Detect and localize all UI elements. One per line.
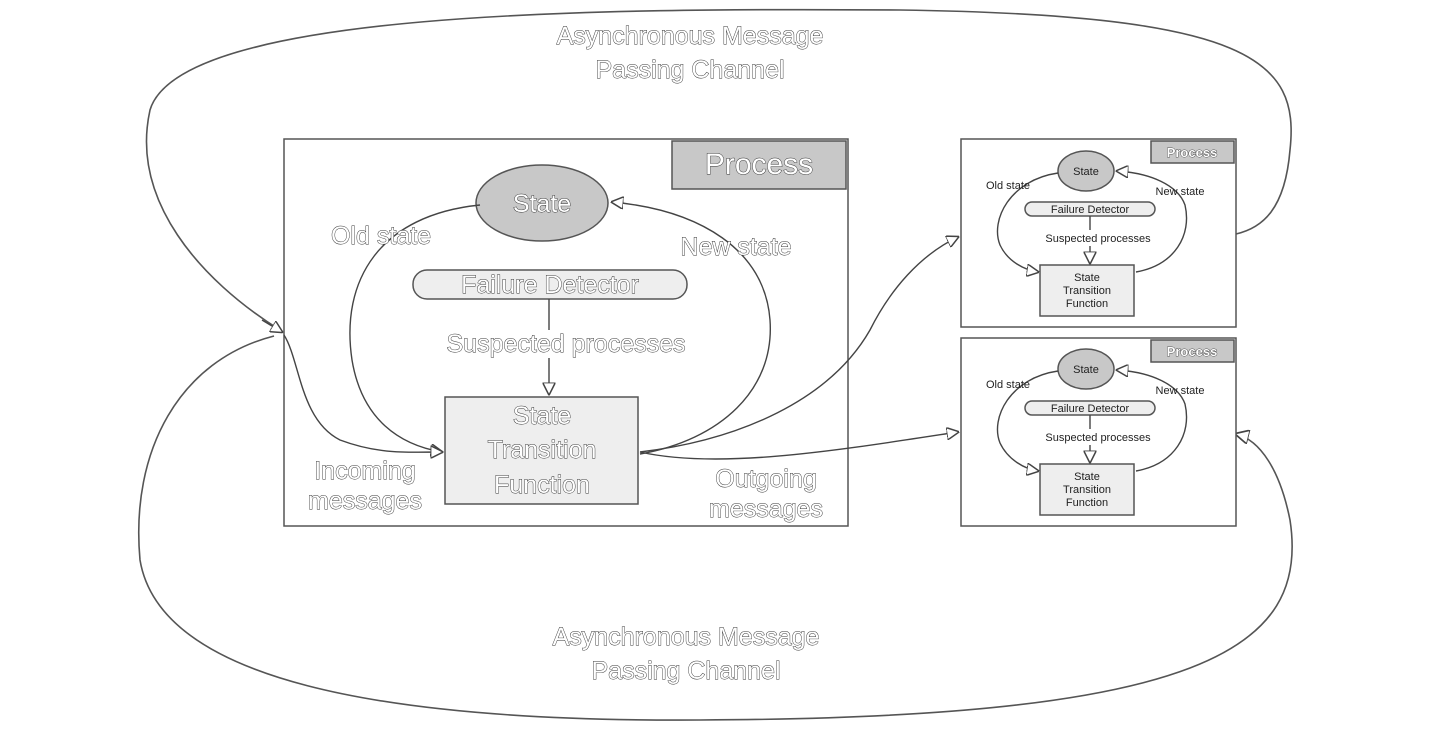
small-process-2-state-node <box>1057 348 1115 390</box>
small-process-1-new-state-arrow <box>1117 171 1188 273</box>
main-process: Process State Failure Detector Suspected… <box>283 138 849 527</box>
small-process-2-new-state-label: New state <box>1156 385 1205 397</box>
channel-bottom-curve <box>138 335 1294 721</box>
main-process-title: Process <box>705 148 813 181</box>
new-state-label: New state <box>680 233 791 261</box>
failure-detector-label: Failure Detector <box>461 271 639 299</box>
channel-top-label-line2: Passing Channel <box>595 56 784 84</box>
channel-top-label-line1: Asynchronous Message <box>557 22 824 50</box>
small-process-2-state-label: State <box>1073 364 1099 376</box>
small-process-2-stf-line2: Transition <box>1063 484 1111 496</box>
small-process-1-stf-node <box>1039 264 1135 317</box>
small-process-2-stf-node <box>1039 463 1135 516</box>
incoming-label-line2: messages <box>308 487 422 515</box>
small-process-1-old-state-arrow <box>996 172 1059 272</box>
small-process-1-new-state-label: New state <box>1156 186 1205 198</box>
small-process-2-title: Process <box>1167 344 1218 359</box>
small-process-1-old-state-label: Old state <box>986 180 1030 192</box>
small-process-1-fd-label: Failure Detector <box>1051 204 1130 216</box>
channel-bottom-label-line2: Passing Channel <box>591 657 780 685</box>
stf-label-line1: State <box>513 402 571 430</box>
small-process-1: Process State Failure Detector Suspected… <box>960 138 1237 328</box>
small-process-2-title-box <box>1150 339 1235 363</box>
stf-label-line2: Transition <box>488 436 597 464</box>
old-state-label: Old state <box>331 222 431 250</box>
stf-label-line3: Function <box>494 471 590 499</box>
small-process-2-fd-label: Failure Detector <box>1051 403 1130 415</box>
small-process-1-stf-line2: Transition <box>1063 285 1111 297</box>
state-node <box>475 164 609 242</box>
incoming-arrow <box>283 334 442 452</box>
failure-detector-node <box>412 269 688 300</box>
small-process-2-new-state-arrow <box>1117 370 1188 472</box>
channel-top-curve <box>145 8 1292 331</box>
outgoing-arrow-lower <box>639 432 958 460</box>
new-state-arrow <box>612 202 771 455</box>
outgoing-arrow-upper <box>639 237 958 453</box>
main-process-title-box <box>671 140 847 190</box>
state-label: State <box>513 190 571 218</box>
small-process-2-suspected-label: Suspected processes <box>1045 432 1151 444</box>
channel-bottom-label-line1: Asynchronous Message <box>553 623 820 651</box>
incoming-label-line1: Incoming <box>314 457 415 485</box>
small-process-2-stf-line1: State <box>1074 471 1100 483</box>
channel-inflow-arrow-top <box>261 319 282 332</box>
small-process-1-title: Process <box>1167 145 1218 160</box>
small-process-2-old-state-arrow <box>996 370 1059 471</box>
small-process-1-state-node <box>1057 150 1115 192</box>
old-state-arrow <box>349 204 481 452</box>
outgoing-label-line2: messages <box>709 495 823 523</box>
small-process-1-suspected-label: Suspected processes <box>1045 233 1151 245</box>
small-process-2-old-state-label: Old state <box>986 379 1030 391</box>
small-process-1-stf-line3: Function <box>1066 298 1108 310</box>
suspected-processes-label: Suspected processes <box>446 330 685 358</box>
stf-node <box>444 396 639 505</box>
small-process-2: Process State Failure Detector Suspected… <box>960 337 1237 527</box>
outgoing-label-line1: Outgoing <box>715 465 816 493</box>
small-process-1-stf-line1: State <box>1074 272 1100 284</box>
small-process-1-title-box <box>1150 140 1235 164</box>
small-process-1-state-label: State <box>1073 166 1099 178</box>
small-process-2-stf-line3: Function <box>1066 497 1108 509</box>
